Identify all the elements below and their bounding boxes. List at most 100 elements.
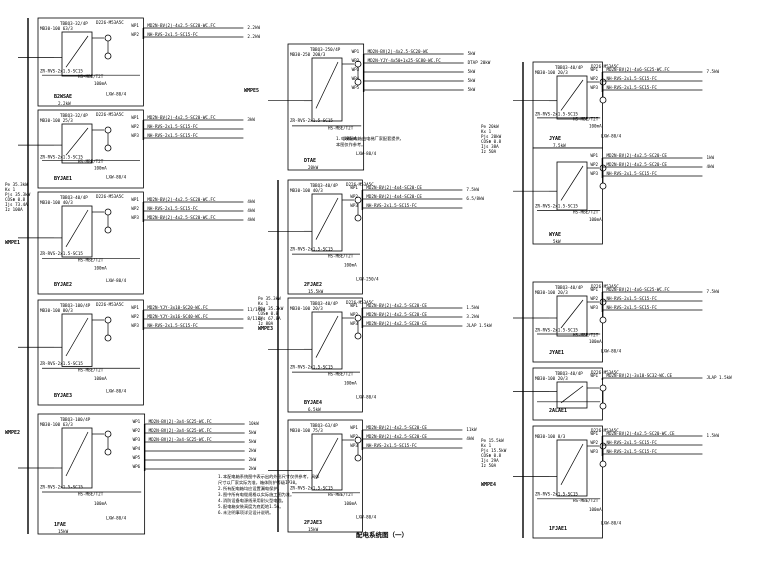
main-breaker-label: TBBQ3-100/4P [60, 303, 91, 308]
load-calc-line: Pe 35.3kW [258, 296, 281, 301]
control-unit [61, 205, 93, 258]
spd-label: HS-MBE/T2T [78, 74, 104, 79]
relay-symbol [599, 316, 607, 324]
circuit-code: WP4 [133, 446, 141, 451]
circuit-load: 11kW [466, 427, 477, 432]
load-calc-line: Pjs 35.3kW [258, 306, 284, 311]
control-unit [556, 75, 588, 120]
inlet-breaker-label: MB30-100 25/3 [40, 118, 73, 123]
panel-name: WYAE [549, 232, 561, 238]
circuit-load: 7.5kW [466, 187, 479, 192]
circuit-code: WP2 [131, 314, 139, 319]
load-calc-line: Kx 1 [258, 301, 269, 306]
circuit-cable-spec: NH-RVS-2x1.5-SC15-FC [147, 124, 198, 129]
spd-current-label: 100mA [344, 381, 357, 386]
circuit-load: 5kW [249, 439, 257, 444]
circuit-cable-spec: NH-RVS-2x1.5-SC15-FC [606, 296, 657, 301]
note-line: 3.图中所有电缆规格以实际施工图为准。 [218, 491, 294, 498]
circuit-cable-spec: MD2N-BV(2)-4x2.5-SC20-WC.FC [147, 23, 216, 28]
incoming-feeder-label: WMPE3 [258, 326, 273, 332]
lsw-label: LXW-80/4 [106, 516, 127, 521]
note-line: 1.本配电箱系统图中表示出的外形尺寸仅供参考，具体 [218, 473, 320, 480]
circuit-load: 5kW [468, 51, 476, 56]
circuit-code: WP3 [350, 203, 358, 208]
control-unit [61, 123, 93, 164]
spd-label: HS-MBE/T2T [328, 492, 354, 497]
control-link [560, 299, 584, 329]
circuit-load: 11/14kW [247, 307, 265, 312]
meter-label: D226-M53A5C [591, 370, 619, 375]
circuit-load: 3kW [247, 117, 255, 122]
panel-name: BYJAE1 [54, 176, 72, 182]
dtae-notes: 1.电梯配电箱由电梯厂家配套提供，本图仅作参考。 [336, 135, 404, 148]
load-calc-line: COSΦ 0.8 [258, 311, 279, 316]
circuit-cable-spec: MD2N-BV(2)-4x2.5-SC20-CE [366, 303, 427, 308]
control-link [315, 315, 339, 358]
lsw-label: LXW-80/4 [106, 175, 127, 180]
control-link [560, 79, 584, 111]
control-cable-label: ZR-RVS-2x1.5-SC15 [290, 118, 333, 123]
circuit-load: JLAP 1.5kW [466, 323, 492, 328]
relay-symbol [354, 454, 362, 462]
control-cable-label: ZR-RVS-2x1.5-SC15 [40, 69, 83, 74]
spd-label: HS-MBE/T2T [328, 254, 354, 259]
circuit-load: 4kW [466, 436, 474, 441]
panel-name: BYJAE2 [54, 282, 72, 288]
circuit-load: 1.5kW [706, 433, 719, 438]
circuit-code: WP1 [131, 197, 139, 202]
relay-symbol [354, 332, 362, 340]
meter-label: D226-M53A5C [96, 20, 124, 25]
panel-p5: MB30-100 63/3TBBQ3-100/4PZR-RVS-2x1.5-SC… [18, 413, 259, 535]
lsw-label: LXW-80/4 [601, 134, 622, 139]
circuit-code: WP3 [350, 443, 358, 448]
panel-rating: 15kW [58, 529, 69, 534]
circuit-cable-spec: MD2N-YJY-4x50+1x25-SC80-WC.FC [368, 58, 442, 63]
circuit-load: 2kW [249, 466, 257, 471]
circuit-load: 4kW [247, 217, 255, 222]
control-cable-label: ZR-RVS-2x1.5-SC15 [40, 484, 83, 489]
control-unit [556, 381, 588, 409]
main-breaker-label: TBBQ3-40/4P [555, 371, 583, 376]
circuit-code: WP1 [590, 67, 598, 72]
relay-symbol [104, 226, 112, 234]
circuit-cable-spec: MD2N-BV(2)-4x6-SC25-WC.FC [606, 67, 670, 72]
main-breaker-label: TBBQ3-32/4P [60, 21, 88, 26]
load-calc-line: COSΦ 0.8 [481, 139, 502, 144]
control-link [65, 209, 89, 247]
inlet-breaker-label: MB30-100 80/3 [40, 308, 73, 313]
meter-label: D226-M53A5C [591, 284, 619, 289]
circuit-load: 4kW [247, 208, 255, 213]
relay-symbol [104, 52, 112, 60]
panel-name: DTAE [304, 158, 316, 164]
note-line: 5.配电箱安装高度为底距地1.5m。 [218, 503, 283, 510]
circuit-code: WP3 [590, 449, 598, 454]
main-breaker-label: TBBQ3-250/4P [310, 47, 341, 52]
load-calc-line: Ijs 29A [481, 458, 499, 463]
inlet-breaker-label: MB30-100 20/3 [535, 376, 568, 381]
circuit-cable-spec: NH-RVS-2x1.5-SC15-FC [147, 32, 198, 37]
circuit-code: WP3 [352, 67, 360, 72]
circuit-code: WP3 [131, 215, 139, 220]
circuit-load: 5kW [468, 78, 476, 83]
circuit-load: 2.2kW [247, 34, 260, 39]
circuit-load: 1.5kW [466, 305, 479, 310]
panel-name: BYJAE4 [304, 400, 322, 406]
relay-symbol [104, 334, 112, 342]
meter-label: D226-M53A5C [96, 302, 124, 307]
control-cable-label: ZR-RVS-2x1.5-SC15 [40, 251, 83, 256]
load-calc-line: Iz 50A [481, 149, 497, 154]
general-notes: 1.本配电箱系统图中表示出的外形尺寸仅供参考，具体尺寸以厂家实际为准，箱体防护等… [218, 473, 320, 516]
panel-name: 2FJAE2 [304, 282, 322, 288]
control-link [315, 197, 339, 240]
inlet-breaker-label: MB30-100 20/3 [290, 306, 323, 311]
main-breaker-label: TBBQ3-63/4P [310, 423, 338, 428]
control-cable-label: ZR-RVS-2x1.5-SC15 [290, 365, 333, 370]
panel-rating: 20kW [308, 165, 319, 170]
main-breaker-label: TBBQ3-40/4P [555, 285, 583, 290]
